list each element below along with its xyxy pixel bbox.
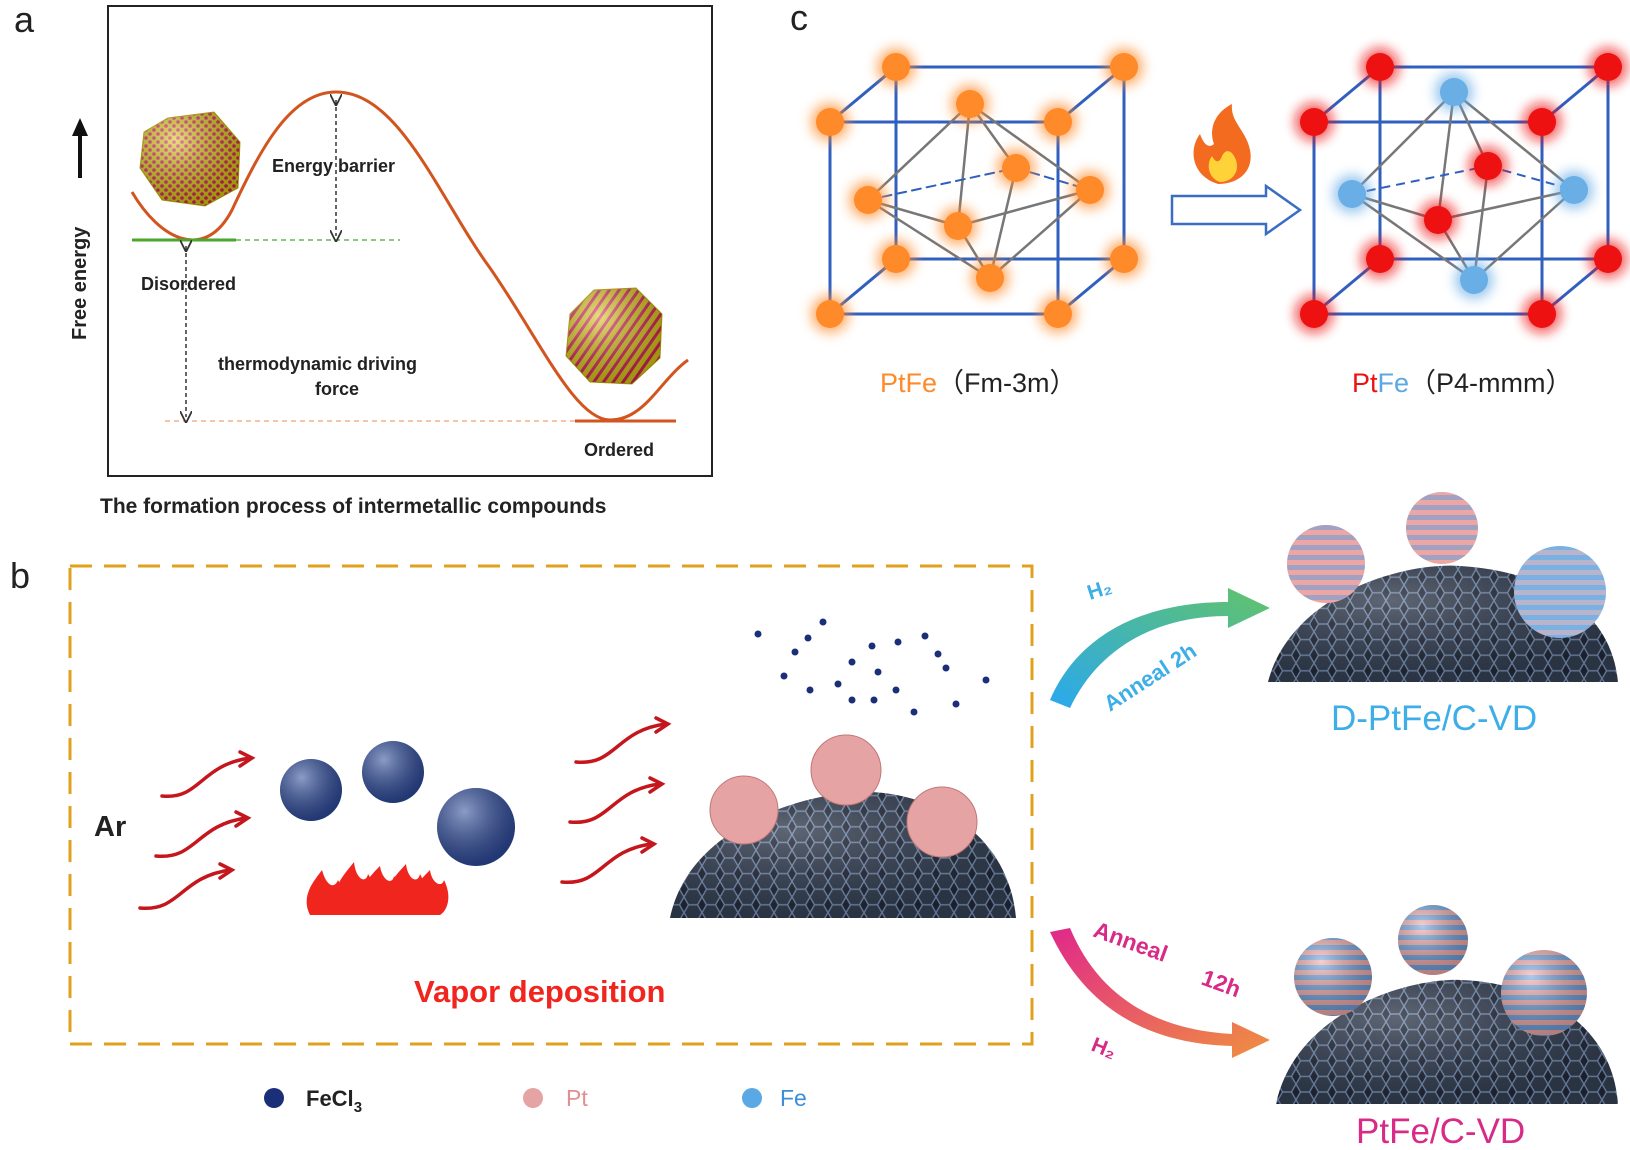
vapor-deposition-label: Vapor deposition: [414, 974, 665, 1009]
transform-arrow: [1170, 183, 1303, 237]
top-product-label: D-PtFe/C-VD: [1331, 699, 1537, 738]
l10-label: PtFe（P4-mmm）: [1352, 368, 1573, 398]
panel-a-letter: a: [14, 0, 35, 40]
fcc-label-fe: Fe: [906, 368, 938, 398]
red-atoms: [1295, 48, 1627, 333]
panel-b-letter: b: [10, 555, 30, 596]
gas-flow-arrows: [138, 716, 672, 910]
ordered-ptfe-particles: [1294, 905, 1587, 1036]
y-axis-arrow-head: [72, 118, 88, 136]
ordered-label: Ordered: [584, 440, 654, 460]
anneal-12h-arrow: [1050, 928, 1270, 1058]
disordered-ptfe-particles: [1287, 492, 1606, 638]
ptfe-product: [1276, 905, 1618, 1104]
bottom-anneal-label: Anneal: [1090, 916, 1171, 967]
legend: FeCl3 Pt Fe: [264, 1085, 807, 1116]
fcc-label-pt: Pt: [880, 368, 906, 398]
l10-unit-cell: [1295, 48, 1627, 333]
panel-a-caption: The formation process of intermetallic c…: [100, 495, 606, 518]
energy-barrier-label: Energy barrier: [272, 156, 395, 176]
bottom-time-label: 12h: [1198, 964, 1244, 1002]
bottom-h2-label: H₂: [1088, 1033, 1119, 1064]
y-axis-label: Free energy: [69, 226, 91, 340]
ar-label: Ar: [94, 811, 126, 843]
l10-label-group: （P4-mmm）: [1409, 368, 1573, 398]
l10-label-pt: Pt: [1352, 368, 1378, 398]
top-h2-label: H₂: [1084, 575, 1114, 604]
l10-label-fe: Fe: [1378, 368, 1410, 398]
d-ptfe-product: [1268, 492, 1618, 682]
legend-fecl3-label: FeCl3: [306, 1086, 362, 1116]
vapor-deposition-box: [68, 564, 1034, 1046]
disordered-nanoparticle: [139, 111, 241, 207]
legend-fe-swatch: [742, 1088, 762, 1108]
legend-pt-label: Pt: [566, 1085, 588, 1111]
flame-icon: [1193, 104, 1251, 184]
heating-flames: [306, 862, 449, 915]
anneal-2h-arrow: [1050, 588, 1270, 708]
bottom-product-label: PtFe/C-VD: [1356, 1112, 1525, 1150]
fcc-label-group: （Fm-3m）: [937, 368, 1076, 398]
panel-c-letter: c: [790, 0, 808, 38]
pt-clusters: [709, 734, 978, 858]
fcc-unit-cell: [811, 48, 1143, 333]
fecl3-vapor-dots: [754, 618, 990, 716]
legend-pt-swatch: [523, 1088, 543, 1108]
panel-a-frame: [107, 5, 713, 477]
driving-force-label-1: thermodynamic driving: [218, 354, 417, 374]
blue-atoms: [1333, 73, 1593, 299]
legend-fecl3-swatch: [264, 1088, 284, 1108]
orange-atoms: [811, 48, 1143, 333]
driving-force-label-2: force: [315, 379, 359, 399]
ordered-nanoparticle: [565, 287, 663, 385]
legend-fe-label: Fe: [780, 1085, 807, 1111]
disordered-label: Disordered: [141, 274, 236, 294]
fcc-label: PtFe（Fm-3m）: [880, 368, 1077, 398]
fecl3-clusters: [280, 741, 515, 866]
